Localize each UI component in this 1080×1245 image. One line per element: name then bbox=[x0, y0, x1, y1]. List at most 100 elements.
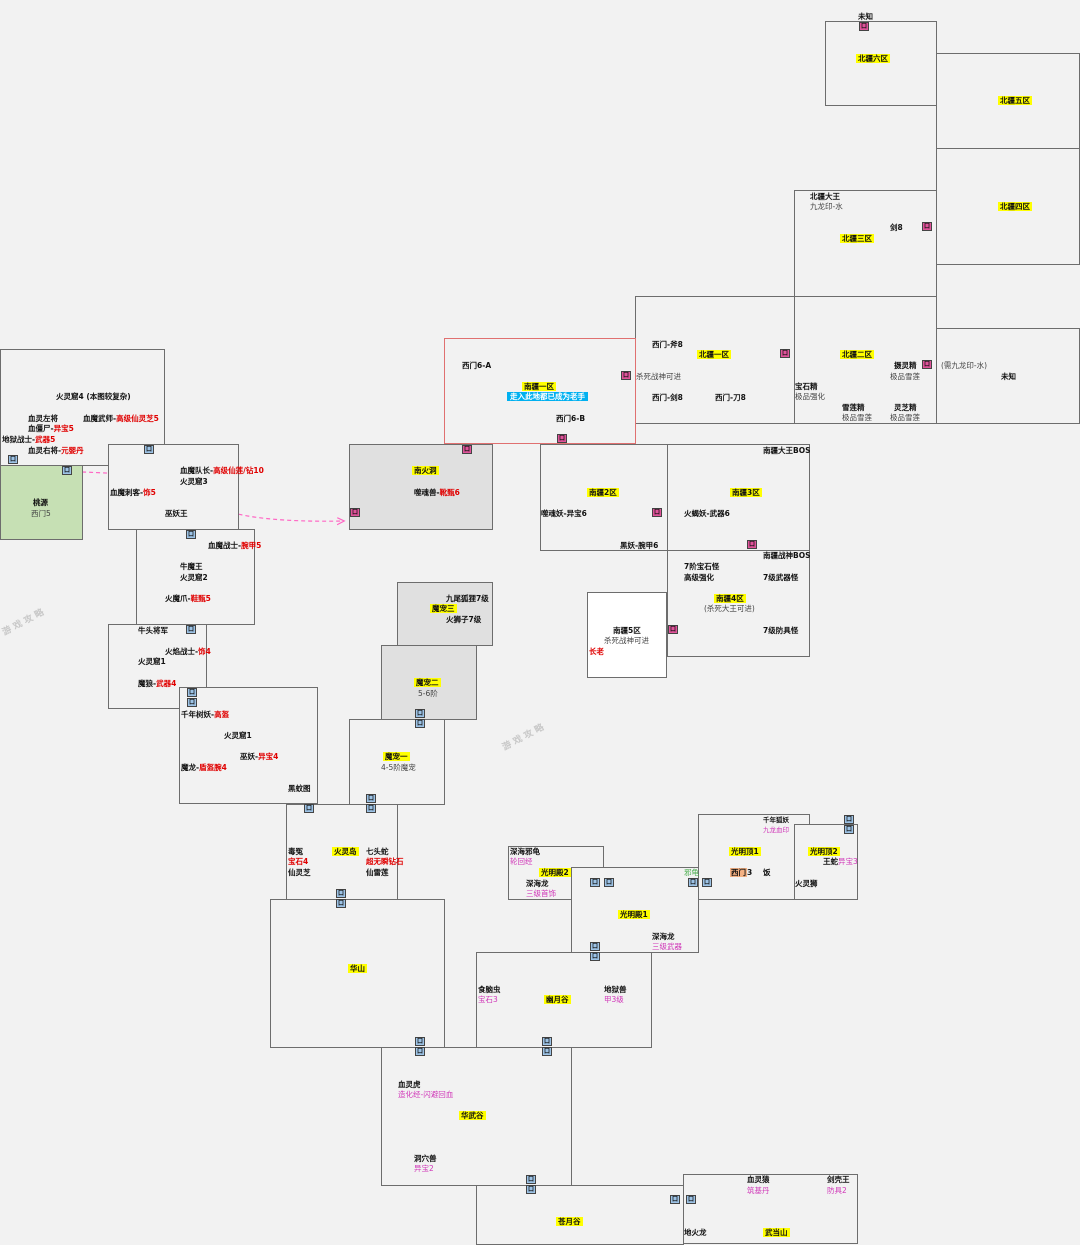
door[interactable]: 口 bbox=[922, 222, 932, 231]
monster-name: 火焰战士- bbox=[165, 647, 199, 656]
door[interactable]: 口 bbox=[62, 466, 72, 475]
door[interactable]: 口 bbox=[542, 1047, 552, 1056]
door[interactable]: 口 bbox=[304, 804, 314, 813]
zone-name: 南疆5区 bbox=[613, 626, 641, 635]
zone-name: 苍月谷 bbox=[556, 1217, 583, 1226]
monster-name: 噬魂兽- bbox=[414, 488, 440, 497]
note: (需九龙印-水) bbox=[941, 361, 988, 370]
door[interactable]: 口 bbox=[844, 815, 854, 824]
monster-name: 血灵猿 bbox=[747, 1175, 770, 1184]
door[interactable]: 口 bbox=[8, 455, 18, 464]
drop-name: 盾盔腕4 bbox=[199, 763, 227, 772]
door[interactable]: 口 bbox=[366, 804, 376, 813]
monster-name: 巫妖王 bbox=[165, 509, 188, 518]
door[interactable]: 口 bbox=[844, 825, 854, 834]
monster-name: 西门6-B bbox=[556, 414, 586, 423]
door[interactable]: 口 bbox=[462, 445, 472, 454]
drop-name: 超无瞬钻石 bbox=[366, 857, 404, 866]
monster-entry: 魔龙-盾盔腕4 bbox=[181, 763, 227, 772]
monster-entry: 千年树妖-高盔 bbox=[181, 710, 229, 719]
zone-name: 魔宠二 bbox=[414, 678, 441, 687]
room-guangmingding-1 bbox=[698, 814, 810, 900]
door[interactable]: 口 bbox=[922, 360, 932, 369]
note: 杀死战神可进 bbox=[636, 372, 681, 381]
room-huolingku-1b bbox=[179, 687, 318, 804]
door[interactable]: 口 bbox=[336, 889, 346, 898]
room-huolingku-2 bbox=[136, 529, 255, 625]
zone-name: 南疆3区 bbox=[730, 488, 762, 497]
drop-name: 高级仙灵芝5 bbox=[116, 414, 159, 423]
door[interactable]: 口 bbox=[688, 878, 698, 887]
drop-name: 轮回经 bbox=[510, 857, 533, 866]
zone-name: 北疆六区 bbox=[856, 54, 890, 63]
door[interactable]: 口 bbox=[686, 1195, 696, 1204]
monster-name: 地火龙 bbox=[684, 1228, 707, 1237]
zone-name: 火灵窟1 bbox=[138, 657, 166, 666]
monster-name: 西门-剑8 bbox=[652, 393, 683, 402]
drop-name: 筑基丹 bbox=[747, 1186, 770, 1195]
boss-name: 南疆大王BOS bbox=[763, 446, 811, 455]
monster-name: 血魔武师- bbox=[83, 414, 117, 423]
zone-name: 北疆一区 bbox=[697, 350, 731, 359]
door[interactable]: 口 bbox=[604, 878, 614, 887]
npc-name: 西门 bbox=[730, 868, 747, 877]
monster-name: 西门-刀8 bbox=[715, 393, 746, 402]
door[interactable]: 口 bbox=[526, 1185, 536, 1194]
room-huashan bbox=[270, 899, 445, 1048]
door[interactable]: 口 bbox=[542, 1037, 552, 1046]
door[interactable]: 口 bbox=[350, 508, 360, 517]
room-mochong-1 bbox=[349, 719, 445, 805]
door[interactable]: 口 bbox=[557, 434, 567, 443]
door[interactable]: 口 bbox=[187, 698, 197, 707]
zone-name: 火灵窟3 bbox=[180, 477, 208, 486]
door[interactable]: 口 bbox=[590, 942, 600, 951]
monster-name: 千年狐妖 bbox=[763, 816, 789, 824]
room-nanjiang-4 bbox=[667, 550, 810, 657]
zone-name: 南疆4区 bbox=[714, 594, 746, 603]
item-name: 极品雪莲 bbox=[890, 413, 920, 422]
room-beijiang-2 bbox=[794, 296, 937, 424]
room-nanjiang-5 bbox=[587, 592, 667, 678]
door[interactable]: 口 bbox=[621, 371, 631, 380]
door[interactable]: 口 bbox=[747, 540, 757, 549]
door[interactable]: 口 bbox=[415, 1047, 425, 1056]
monster-name: 7级防具怪 bbox=[763, 626, 799, 635]
zone-name: 火灵窟1 bbox=[224, 731, 252, 740]
zone-name: 魔宠三 bbox=[430, 604, 457, 613]
door[interactable]: 口 bbox=[415, 709, 425, 718]
door[interactable]: 口 bbox=[336, 899, 346, 908]
door[interactable]: 口 bbox=[652, 508, 662, 517]
zone-name: 南火洞 bbox=[412, 466, 439, 475]
zone-name: 北疆二区 bbox=[840, 350, 874, 359]
door[interactable]: 口 bbox=[702, 878, 712, 887]
monster-name: 地狱兽 bbox=[604, 985, 627, 994]
drop-name: 异宝3 bbox=[838, 857, 858, 866]
door[interactable]: 口 bbox=[144, 445, 154, 454]
label: 未知 bbox=[1001, 372, 1016, 381]
door[interactable]: 口 bbox=[780, 349, 790, 358]
monster-name: 雪莲精 bbox=[842, 403, 865, 412]
door[interactable]: 口 bbox=[590, 952, 600, 961]
monster-name: 毒冤 bbox=[288, 847, 303, 856]
room-beijiang-1 bbox=[635, 296, 795, 424]
room-taoyuan bbox=[0, 465, 83, 540]
door[interactable]: 口 bbox=[526, 1175, 536, 1184]
door[interactable]: 口 bbox=[670, 1195, 680, 1204]
monster-name: 火狮子7级 bbox=[446, 615, 482, 624]
door[interactable]: 口 bbox=[668, 625, 678, 634]
door[interactable]: 口 bbox=[415, 1037, 425, 1046]
door[interactable]: 口 bbox=[186, 530, 196, 539]
door[interactable]: 口 bbox=[415, 719, 425, 728]
drop-name: 宝石4 bbox=[288, 857, 309, 866]
door[interactable]: 口 bbox=[859, 22, 869, 31]
door[interactable]: 口 bbox=[590, 878, 600, 887]
room-nanjiang-1 bbox=[444, 338, 636, 444]
monster-name: 宝石精 bbox=[795, 382, 818, 391]
door[interactable]: 口 bbox=[366, 794, 376, 803]
monster-name: 巫妖- bbox=[240, 752, 259, 761]
door[interactable]: 口 bbox=[186, 625, 196, 634]
drop-name: 靴甄6 bbox=[439, 488, 460, 497]
monster-entry: 血僵尸-异宝5 bbox=[28, 424, 74, 433]
door[interactable]: 口 bbox=[187, 688, 197, 697]
